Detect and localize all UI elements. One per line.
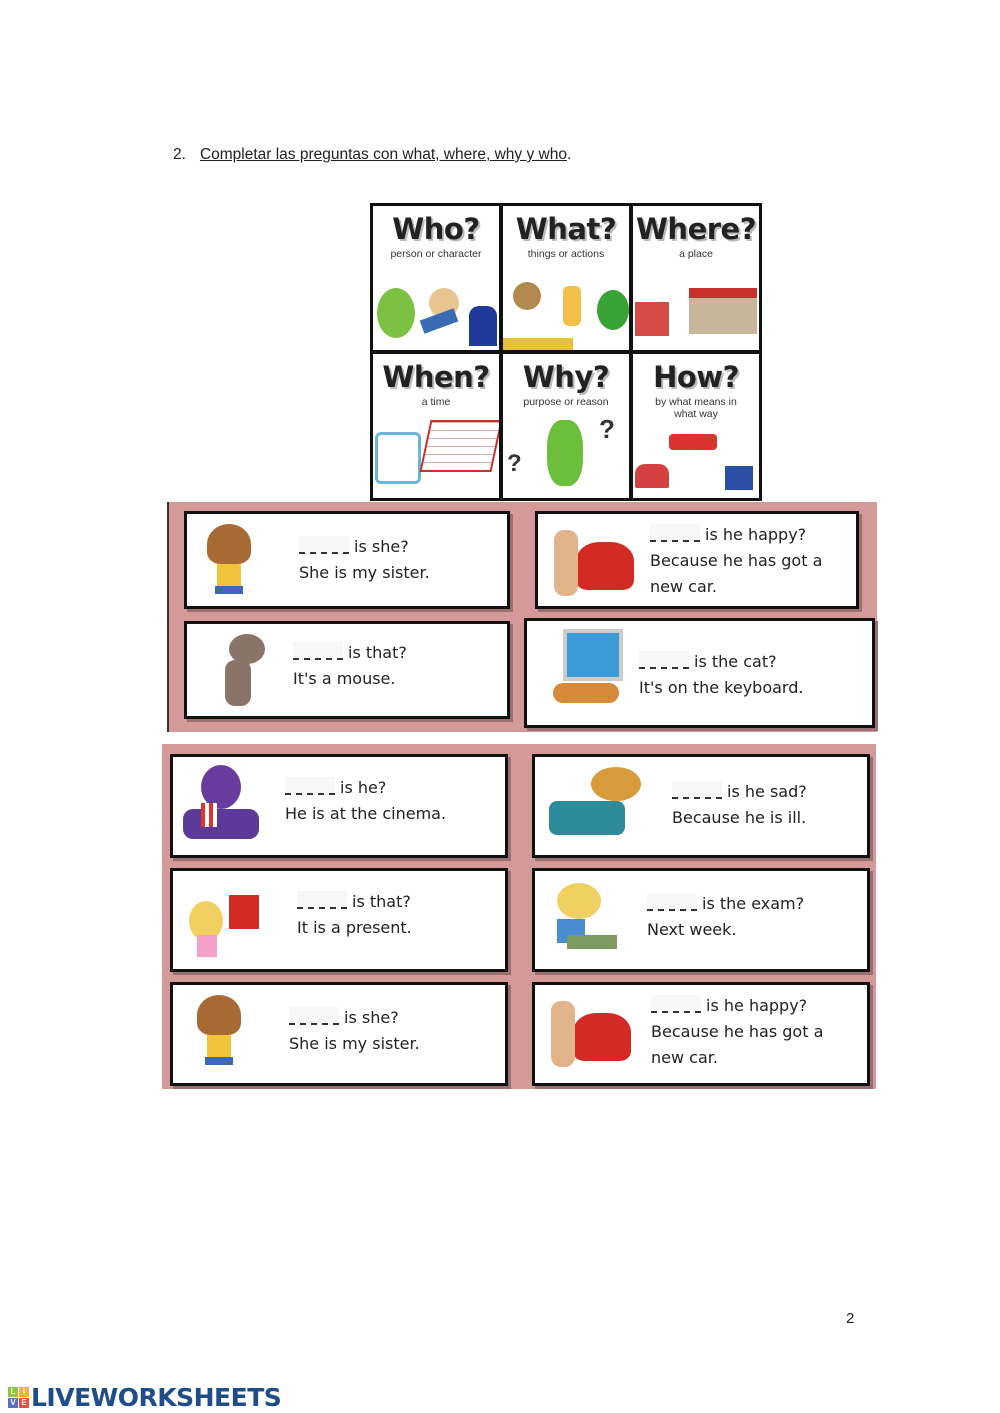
girl-illustration [191,991,251,1075]
logo-text: LIVEWORKSHEETS [31,1383,282,1412]
poster-card-what: What? things or actions [503,206,629,350]
answer-blank-input[interactable] [647,893,697,911]
girl-present-illustration [181,877,261,961]
question-card: is the cat? It's on the keyboard. [524,618,875,728]
answer-blank-input[interactable] [289,1007,339,1025]
poster-card-why: Why? purpose or reason ? ? [503,354,629,498]
question-mark-icon: ? [599,414,615,444]
police-icon [469,306,497,346]
page-number: 2 [846,1310,855,1327]
answer-blank-input[interactable] [293,642,343,660]
logo-tiles-icon: L I V E [8,1387,29,1408]
train-icon [725,466,753,490]
calendar-icon [419,420,499,472]
boy-bed-illustration [543,763,653,847]
boat-icon [669,434,717,450]
answer-blank-input[interactable] [285,777,335,795]
shop-icon [635,302,669,336]
poster-card-how: How? by what means in what way [633,354,759,498]
poster-card-who: Who? person or character [373,206,499,350]
man-car-illustration [543,991,643,1075]
girl-illustration [201,520,261,604]
question-words-poster: Who? person or character What? things or… [370,203,762,501]
question-card: is she? She is my sister. [170,982,508,1086]
question-card: is that? It's a mouse. [184,621,510,719]
liveworksheets-logo[interactable]: L I V E LIVEWORKSHEETS [8,1383,282,1412]
answer-blank-input[interactable] [651,995,701,1013]
boy-cinema-illustration [181,763,261,847]
question-card: is he happy? Because he has got a new ca… [535,511,859,609]
alien-icon [377,288,415,338]
question-card: is she? She is my sister. [184,511,510,609]
poster-card-where: Where? a place [633,206,759,350]
pond-icon [503,338,573,350]
worksheet-panel-2: is he? He is at the cinema. is he sad? B… [162,744,876,1089]
student-exam-illustration [543,877,623,961]
question-card: is he sad? Because he is ill. [532,754,870,858]
answer-blank-input[interactable] [639,651,689,669]
worksheet-panel-1: is she? She is my sister. is he happy? B… [167,502,877,732]
question-card: is the exam? Next week. [532,868,870,972]
answer-blank-input[interactable] [299,536,349,554]
cat-computer-illustration [535,627,625,711]
answer-blank-input[interactable] [672,781,722,799]
tree-icon [597,290,629,330]
mouse-illustration [201,630,271,714]
question-card: is he happy? Because he has got a new ca… [532,982,870,1086]
instruction: 2. Completar las preguntas con what, wher… [173,146,572,163]
grasshopper-icon [547,420,583,486]
answer-blank-input[interactable] [297,891,347,909]
house-icon [689,288,757,334]
question-card: is he? He is at the cinema. [170,754,508,858]
poster-card-when: When? a time [373,354,499,498]
answer-blank-input[interactable] [650,524,700,542]
planet-icon [513,282,541,310]
clock-icon [375,432,421,484]
instruction-text: Completar las preguntas con what, where,… [199,146,567,163]
question-mark-icon: ? [507,450,522,477]
boy-jumping-icon [563,286,581,326]
car-icon [635,464,669,488]
question-card: is that? It is a present. [170,868,508,972]
instruction-number: 2. [173,146,186,163]
man-car-illustration [546,520,646,604]
